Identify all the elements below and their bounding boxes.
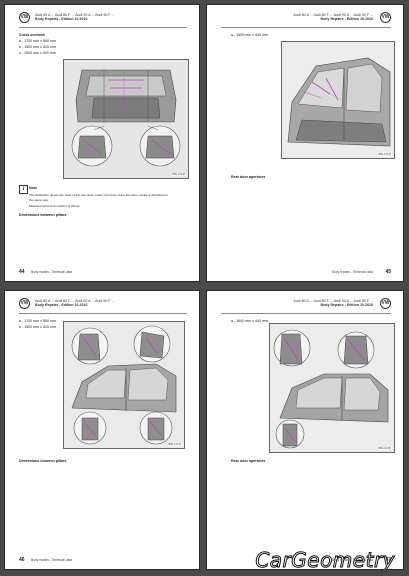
dimension-item-b: b - 1600 mm x 420 mm — [19, 325, 56, 329]
page-45: VW Audi 80 A ... Audi 80 F ... Audi 90 A… — [206, 4, 404, 282]
section-heading: Rear door apertures — [231, 459, 266, 463]
body-rear-figure: B80-11045 — [269, 323, 395, 453]
section-heading: Rear door apertures — [231, 175, 266, 179]
figure-code: B80-11043 — [377, 153, 392, 156]
page-header: Audi 80 A ... Audi 80 F ... Audi 90 A ..… — [293, 13, 373, 22]
note-text-line-2: the same way. — [29, 198, 49, 202]
header-rule — [221, 27, 391, 28]
page-header: Audi 80 A ... Audi 80 F ... Audi 90 A ..… — [293, 299, 373, 308]
dimension-item-a: a - 1700 mm x 560 mm — [19, 39, 56, 43]
body-side-drawing — [282, 42, 394, 158]
dimensions-heading: Dimensions between pillars — [19, 213, 67, 217]
page-number: 46 — [19, 557, 25, 563]
body-shell-drawing — [64, 60, 188, 178]
watermark-logo: CarGeometry — [255, 548, 395, 573]
section-heading: Cross-sections — [19, 33, 45, 37]
body-pillar-drawing — [64, 322, 184, 448]
dimension-item-a: a - 1600 mm x 440 mm — [231, 319, 268, 323]
vw-logo-icon: VW — [380, 298, 391, 309]
dimension-item-c: c - 1500 mm x 400 mm — [19, 51, 56, 55]
body-pillar-figure: B80-11044 — [63, 321, 185, 449]
page-number: 44 — [19, 269, 25, 275]
page-44: VW Audi 80 A ... Audi 80 F ... Audi 90 A… — [4, 4, 200, 282]
section-heading: Dimensions between pillars — [19, 459, 67, 463]
page-footer: Body repairs - Technical data — [31, 270, 73, 274]
page-footer: Body repairs - Technical data — [31, 558, 73, 562]
figure-code: B80-11042 — [171, 173, 186, 176]
page-header: Audi 80 A ... Audi 80 F ... Audi 90 A ..… — [35, 299, 115, 308]
note-text-line-1: The illustration shows the body of the f… — [29, 193, 168, 197]
vw-logo-icon: VW — [19, 12, 30, 23]
header-rule — [19, 313, 187, 314]
page-46: VW Audi 80 A ... Audi 80 F ... Audi 90 A… — [4, 290, 200, 570]
dimension-item-b: b - 1600 mm x 420 mm — [19, 45, 56, 49]
page-footer: Body repairs - Technical data — [331, 270, 373, 274]
figure-code: B80-11045 — [377, 447, 392, 450]
page-number: 45 — [385, 269, 391, 275]
vw-logo-icon: VW — [19, 298, 30, 309]
page-footer: Body repairs - Technical data — [331, 558, 373, 562]
note-bullet: Measurements from interior of flange — [29, 204, 80, 208]
body-side-figure: B80-11043 — [281, 41, 395, 159]
dimension-item-a: a - 1600 mm x 440 mm — [231, 33, 268, 37]
page-47: VW Audi 80 A ... Audi 80 F ... Audi 90 A… — [206, 290, 404, 570]
dimension-item-a: a - 1700 mm x 560 mm — [19, 319, 56, 323]
body-rear-drawing — [270, 324, 394, 452]
note-icon: i — [19, 185, 28, 194]
page-header: Audi 80 A ... Audi 80 F ... Audi 90 A ..… — [35, 13, 115, 22]
vw-logo-icon: VW — [380, 12, 391, 23]
header-rule — [221, 313, 391, 314]
figure-code: B80-11044 — [167, 443, 182, 446]
note-title: Note — [29, 186, 37, 190]
header-rule — [19, 27, 187, 28]
body-shell-figure: B80-11042 — [63, 59, 189, 179]
page-number: 47 — [385, 557, 391, 563]
